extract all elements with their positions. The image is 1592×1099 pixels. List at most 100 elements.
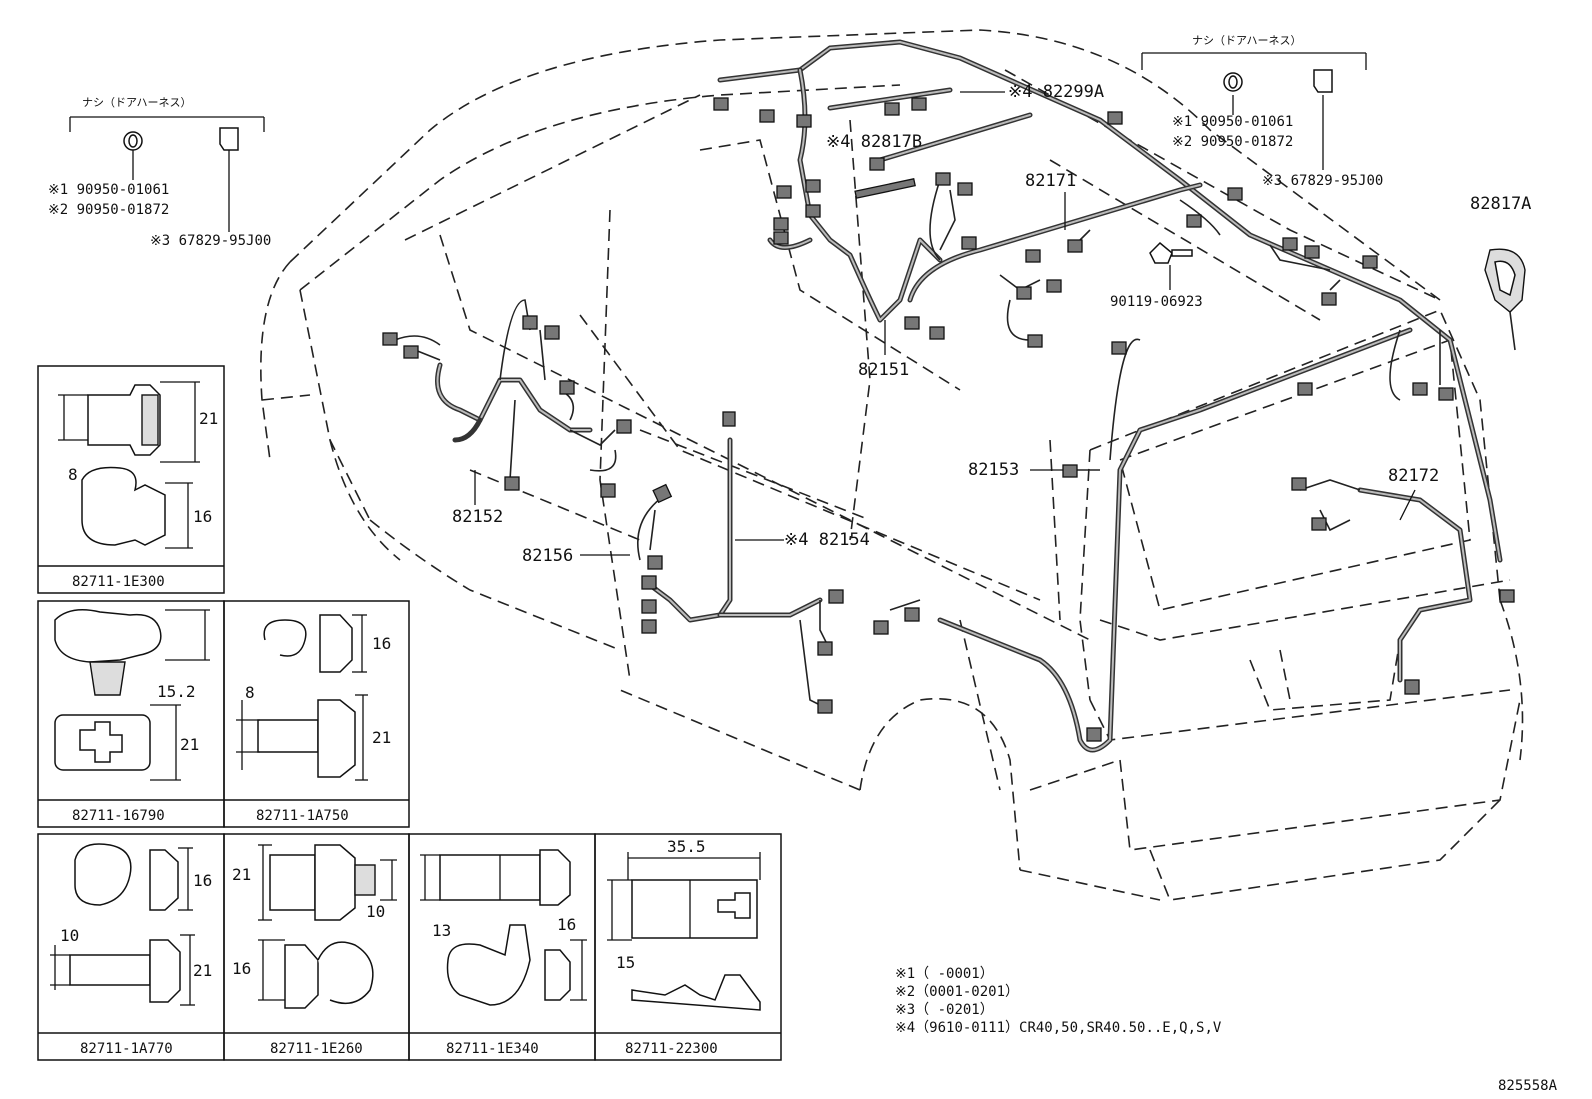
callout-82154: ※4 82154	[784, 530, 870, 550]
connector	[1016, 286, 1032, 300]
clip-1a770-dim-c: 21	[193, 961, 212, 980]
connector	[600, 483, 616, 498]
connector	[884, 102, 900, 116]
connector	[904, 607, 920, 622]
callout-82153: 82153	[968, 460, 1019, 480]
connector	[713, 97, 729, 111]
grommet-right-line3: ※3 67829-95J00	[1262, 173, 1383, 189]
callout-labels: ※4 82299A ※4 82817B 82171 82817A 90119-0…	[48, 34, 1531, 566]
grommet-icon-inner	[128, 134, 138, 148]
grommet-left-line3: ※3 67829-95J00	[150, 233, 271, 249]
connector	[403, 345, 419, 359]
clip-16790-top	[54, 609, 162, 663]
connector	[1321, 292, 1337, 306]
clip-1e300-dim-a: 21	[199, 409, 218, 428]
clip-cell-1e300	[37, 365, 225, 594]
note-3: ※3（ -0201）	[895, 1002, 994, 1018]
clip-1e300-dim-b: 8	[68, 465, 78, 484]
harness-82154-82156-floor	[647, 327, 1413, 753]
callout-82817b: ※4 82817B	[826, 132, 922, 152]
connector	[652, 483, 673, 504]
connector	[616, 419, 632, 434]
connector	[869, 157, 885, 171]
clip-1a750-dim-b: 8	[245, 683, 255, 702]
connectors	[382, 97, 1515, 742]
harness-82151-front	[767, 67, 943, 323]
clip-16790-dim-b: 21	[180, 735, 199, 754]
applicability-notes: ※1（ -0001） ※2（0001-0201） ※3（ -0201） ※4（9…	[895, 966, 1222, 1036]
protector	[854, 178, 916, 199]
callout-82156: 82156	[522, 546, 573, 566]
bolt-90119	[1149, 241, 1193, 290]
connector	[1282, 237, 1298, 251]
connector	[957, 182, 973, 196]
connector	[641, 619, 657, 634]
connector	[773, 231, 789, 245]
connector	[904, 316, 920, 330]
grommet-left-header: ナシ（ドアハーネス）	[82, 96, 192, 109]
grommet-left-line1: ※1 90950-01061	[48, 182, 169, 198]
connector	[1111, 341, 1127, 355]
harness-82152-side	[435, 362, 593, 443]
connector	[722, 411, 736, 427]
branch-wires	[394, 179, 1441, 706]
connector	[1304, 245, 1320, 259]
grommet-icon-inner	[1228, 75, 1238, 89]
callout-82151: 82151	[858, 360, 909, 380]
clip-22300-bottom	[631, 974, 761, 1011]
clip-1e260-dim-b: 10	[366, 902, 385, 921]
connector	[773, 217, 789, 231]
grommet-right-header: ナシ（ドアハーネス）	[1192, 34, 1302, 47]
clip-cell-1a750	[223, 600, 410, 828]
note-2: ※2（0001-0201）	[895, 984, 1019, 1000]
callout-90119: 90119-06923	[1110, 294, 1203, 310]
connector	[1025, 249, 1041, 263]
clip-1e340-dim-a: 13	[432, 921, 451, 940]
connector	[1046, 279, 1062, 293]
callout-82299a: ※4 82299A	[1008, 82, 1104, 102]
connector	[828, 589, 844, 604]
plate-icon	[219, 127, 239, 151]
callout-82172: 82172	[1388, 466, 1439, 486]
clip-1e300-dim-c: 16	[193, 507, 212, 526]
harness-82171-roof	[717, 39, 1503, 563]
clip-1a770-dim-a: 16	[193, 871, 212, 890]
clip-1e260-part: 82711-1E260	[270, 1041, 363, 1057]
grommet-icons	[123, 69, 1333, 151]
clip-1a750-bottom	[257, 719, 319, 753]
clip-table: 21 8 16 82711-1E300 15.2 21 82711-16790	[37, 365, 782, 1061]
note-4: ※4（9610-0111）CR40,50,SR40.50..E,Q,S,V	[895, 1020, 1222, 1036]
connector	[873, 620, 889, 635]
clip-1a770-part: 82711-1A770	[80, 1041, 173, 1057]
connector	[522, 315, 538, 330]
callout-82152: 82152	[452, 507, 503, 527]
clip-1a750-dim-a: 16	[372, 634, 391, 653]
clip-1e260-dim-c: 16	[232, 959, 251, 978]
clip-22300-dim-b: 15	[616, 953, 635, 972]
connector	[1027, 334, 1043, 348]
connector	[796, 114, 812, 128]
vehicle-body-outline	[260, 29, 1524, 901]
connector	[1297, 382, 1313, 396]
connector	[817, 699, 833, 714]
connector	[1291, 477, 1307, 491]
connector	[504, 476, 520, 491]
harness-82172-backdoor	[1357, 487, 1473, 683]
connector	[935, 172, 951, 186]
grommet-left-line2: ※2 90950-01872	[48, 202, 169, 218]
connector	[1404, 679, 1420, 695]
clip-22300-dim-a: 35.5	[667, 837, 706, 856]
clip-16790-dim-a: 15.2	[157, 682, 196, 701]
connector	[1438, 387, 1454, 401]
connector	[1311, 517, 1327, 531]
connector	[776, 185, 792, 199]
clip-16790-part: 82711-16790	[72, 808, 165, 824]
connector	[1086, 727, 1102, 742]
connector	[641, 599, 657, 614]
connector	[1362, 255, 1378, 269]
connector	[1412, 382, 1428, 396]
clip-1e300-bottom	[81, 466, 166, 546]
connector	[911, 97, 927, 111]
connector	[1062, 464, 1078, 478]
connector	[641, 575, 657, 590]
